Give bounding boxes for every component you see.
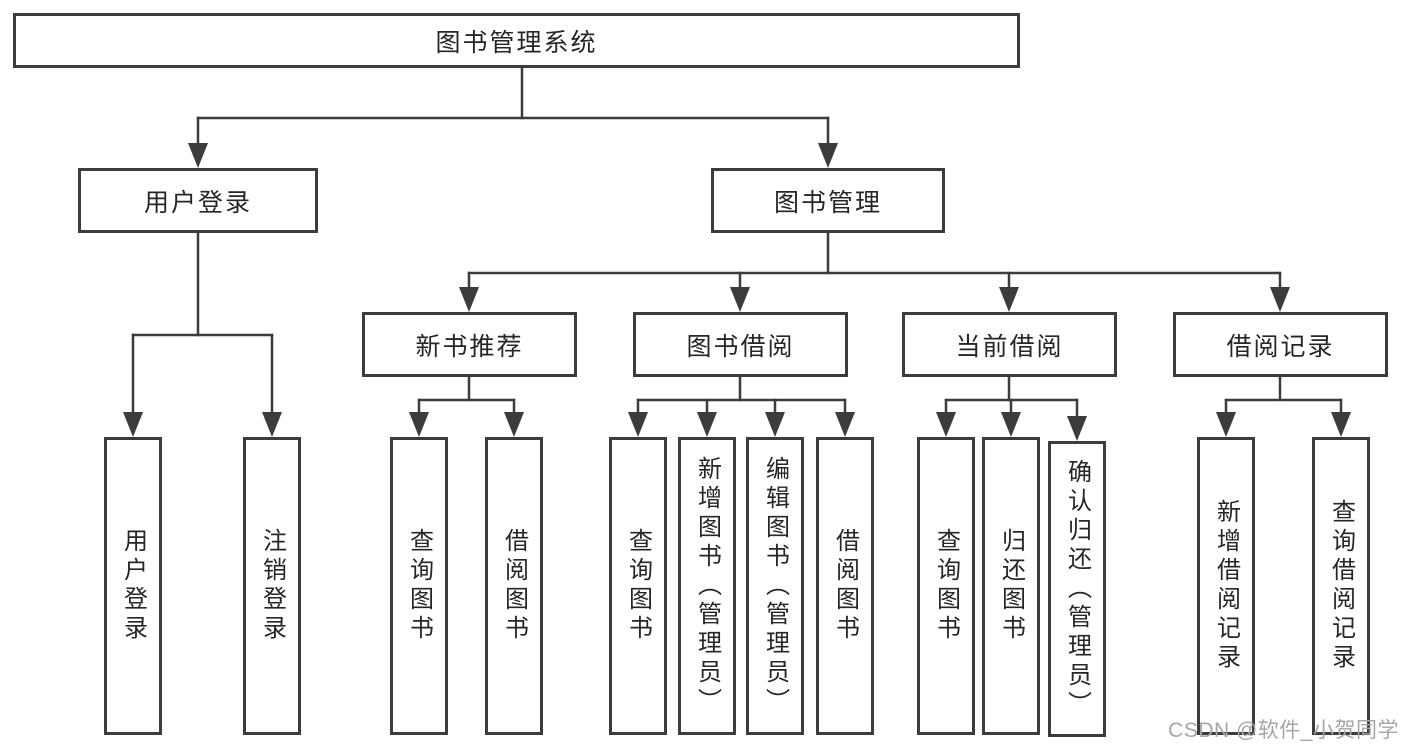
connectors-borrow-records	[1216, 375, 1351, 437]
leaf-logout-label: 注销登录	[258, 528, 286, 644]
leaf-return-books-label: 归还图书	[997, 528, 1025, 644]
node-book-management-label: 图书管理	[773, 188, 882, 217]
arrow-down-icon	[1270, 287, 1290, 312]
arrow-down-icon	[765, 412, 785, 437]
node-new-book-recommend: 新书推荐	[362, 312, 577, 377]
connectors-user-login	[123, 231, 282, 437]
arrow-down-icon	[999, 287, 1019, 312]
arrow-down-icon	[835, 412, 855, 437]
leaf-query-books-borrow: 查询图书	[609, 437, 667, 735]
arrow-down-icon	[1216, 412, 1236, 437]
arrow-down-icon	[1067, 416, 1087, 441]
arrow-down-icon	[818, 143, 838, 168]
arrow-down-icon	[262, 412, 282, 437]
arrow-down-icon	[730, 287, 750, 312]
leaf-query-books-recommend: 查询图书	[390, 437, 448, 735]
leaf-query-borrow-record-label: 查询借阅记录	[1327, 499, 1355, 673]
leaf-add-book-admin: 新增图书（管理员）	[678, 437, 736, 735]
leaf-confirm-return-admin: 确认归还（管理员）	[1048, 441, 1106, 737]
node-library-system-label: 图书管理系统	[435, 28, 598, 57]
node-book-borrow-label: 图书借阅	[686, 332, 795, 361]
leaf-borrow-books-recommend-label: 借阅图书	[500, 528, 528, 644]
leaf-confirm-return-admin-label: 确认归还（管理员）	[1063, 458, 1091, 720]
node-library-system: 图书管理系统	[13, 13, 1020, 68]
leaf-query-books-borrow-label: 查询图书	[624, 528, 652, 644]
leaf-query-borrow-record: 查询借阅记录	[1312, 437, 1370, 735]
leaf-query-books-current-label: 查询图书	[932, 528, 960, 644]
connectors-book-management	[459, 231, 1290, 312]
leaf-borrow-books-recommend: 借阅图书	[485, 437, 543, 735]
arrow-down-icon	[1001, 412, 1021, 437]
arrow-down-icon	[188, 143, 208, 168]
node-user-login-label: 用户登录	[143, 188, 252, 217]
node-current-borrow-label: 当前借阅	[955, 332, 1064, 361]
connectors-current-borrow	[936, 375, 1087, 441]
leaf-edit-book-admin-label: 编辑图书（管理员）	[761, 455, 789, 717]
node-current-borrow: 当前借阅	[902, 312, 1117, 377]
arrow-down-icon	[459, 287, 479, 312]
leaf-add-borrow-record-label: 新增借阅记录	[1212, 499, 1240, 673]
leaf-borrow-books-label: 借阅图书	[831, 528, 859, 644]
arrow-down-icon	[504, 412, 524, 437]
leaf-query-books-recommend-label: 查询图书	[405, 528, 433, 644]
leaf-edit-book-admin: 编辑图书（管理员）	[746, 437, 804, 735]
node-borrow-records: 借阅记录	[1173, 312, 1388, 377]
leaf-user-login-label: 用户登录	[119, 528, 147, 644]
leaf-query-books-current: 查询图书	[917, 437, 975, 735]
leaf-add-book-admin-label: 新增图书（管理员）	[693, 455, 721, 717]
arrow-down-icon	[936, 412, 956, 437]
watermark: CSDN @软件_小贺同学	[1168, 719, 1399, 742]
node-book-management: 图书管理	[711, 168, 945, 233]
leaf-add-borrow-record: 新增借阅记录	[1197, 437, 1255, 735]
leaf-user-login: 用户登录	[104, 437, 162, 735]
connectors-book-borrow	[628, 375, 855, 437]
node-borrow-records-label: 借阅记录	[1226, 332, 1335, 361]
leaf-borrow-books: 借阅图书	[816, 437, 874, 735]
node-book-borrow: 图书借阅	[633, 312, 848, 377]
arrow-down-icon	[628, 412, 648, 437]
arrow-down-icon	[123, 412, 143, 437]
leaf-logout: 注销登录	[243, 437, 301, 735]
connectors-new-book-recommend	[409, 375, 524, 437]
node-user-login: 用户登录	[78, 168, 318, 233]
arrow-down-icon	[409, 412, 429, 437]
connectors-root	[188, 66, 838, 168]
leaf-return-books: 归还图书	[982, 437, 1040, 735]
arrow-down-icon	[697, 412, 717, 437]
node-new-book-recommend-label: 新书推荐	[415, 332, 524, 361]
arrow-down-icon	[1331, 412, 1351, 437]
